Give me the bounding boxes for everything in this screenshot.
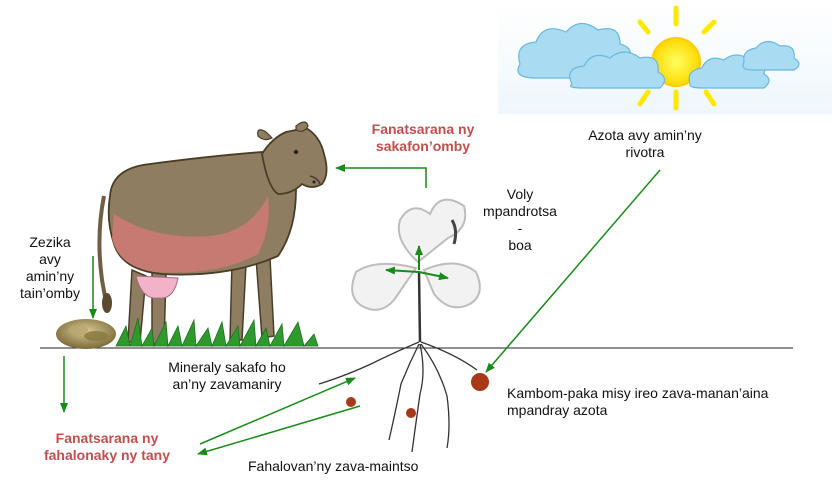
label-soil-fertility: Fanatsarana ny fahalonaky ny tany bbox=[22, 430, 192, 464]
root-nodule bbox=[406, 408, 416, 418]
label-root-nodules: Kambom-paka misy ireo zava-manan’aina mp… bbox=[507, 385, 827, 419]
label-fodder-improvement: Fanatsarana ny sakafon’omby bbox=[348, 121, 498, 155]
label-air-nitrogen: Azota avy amin’ny rivotra bbox=[565, 127, 725, 161]
label-manure: Zezika avy amin’ny tain’omby bbox=[10, 234, 90, 302]
label-green-manure: Fahalovan’ny zava-maintso bbox=[248, 458, 488, 475]
label-legume-crop: Voly mpandrotsa - boa bbox=[480, 186, 560, 254]
manure-pile-icon bbox=[56, 319, 116, 349]
label-plant-minerals: Mineraly sakafo ho an’ny zavamaniry bbox=[142, 359, 312, 393]
sun-clouds-illustration bbox=[498, 2, 832, 114]
clover-icon bbox=[352, 200, 480, 342]
cow-illustration bbox=[99, 122, 326, 346]
root-nodule bbox=[346, 397, 356, 407]
arrow-green-to-soil bbox=[198, 406, 360, 454]
arrow-plant-to-fodder bbox=[336, 168, 426, 188]
roots bbox=[319, 342, 477, 452]
grass-icon bbox=[116, 318, 318, 346]
root-nodule-large bbox=[471, 373, 489, 391]
